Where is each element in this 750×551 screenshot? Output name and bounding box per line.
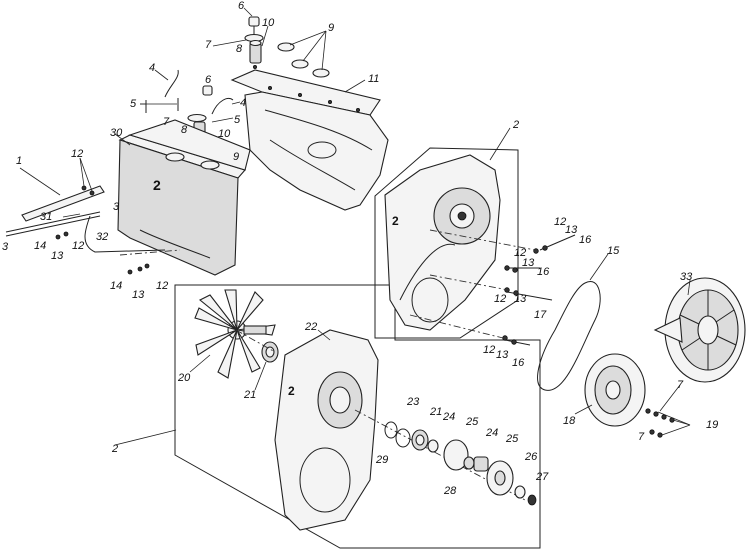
callout-12: 12 [483, 344, 495, 356]
retaining-ring-part [395, 428, 411, 448]
callout-32: 32 [96, 231, 108, 243]
callout-8: 8 [236, 43, 243, 55]
callout-5: 5 [130, 98, 137, 110]
callout-4: 4 [149, 62, 155, 74]
callout-12: 12 [514, 247, 526, 259]
callout-13: 13 [565, 224, 578, 236]
callout-28: 28 [443, 485, 457, 497]
callout-21: 21 [429, 406, 442, 418]
callout-21: 21 [243, 389, 256, 401]
callout-10: 10 [218, 128, 231, 140]
callout-15: 15 [607, 245, 620, 257]
callout-29: 29 [375, 454, 388, 466]
right-fasteners [409, 229, 576, 346]
fan-housing-part [653, 277, 746, 383]
callout-5: 5 [234, 114, 241, 126]
callout-33: 33 [680, 271, 693, 283]
callout-14: 14 [34, 240, 46, 252]
callout-2: 2 [111, 443, 118, 455]
shaft-stack-parts [384, 421, 537, 506]
callout-12: 12 [494, 293, 506, 305]
pulley-part [584, 353, 675, 438]
callout-7: 7 [677, 379, 684, 391]
top-cover-part [230, 69, 389, 211]
impeller-part [194, 289, 276, 379]
bushing-cap-part [248, 16, 260, 27]
callout-7: 7 [638, 431, 645, 443]
upper-bushing-hardware [244, 16, 330, 78]
callout-13: 13 [522, 257, 535, 269]
callout-16: 16 [512, 357, 525, 369]
callout-16: 16 [537, 266, 550, 278]
callout-6: 6 [238, 0, 245, 12]
callout-12: 12 [554, 216, 566, 228]
shaft-hardware [5, 185, 181, 275]
assembly-boundary-lower [174, 284, 541, 549]
callout-7: 7 [205, 39, 212, 51]
shaft-part [21, 185, 105, 222]
assembly-boundary-upper [374, 147, 519, 339]
plug-part-c [312, 68, 330, 78]
callout-31: 31 [40, 211, 52, 223]
callout-27: 27 [535, 471, 549, 483]
upper-belt-case-part: 2 [384, 154, 501, 331]
callout-4: 4 [240, 97, 246, 109]
callout-10: 10 [262, 17, 275, 29]
callout-25: 25 [465, 416, 479, 428]
callout-30: 30 [110, 127, 123, 139]
callout-13: 13 [496, 349, 509, 361]
callout-8: 8 [181, 124, 188, 136]
spring-part [473, 456, 489, 472]
callout-9: 9 [233, 151, 239, 163]
leader-lines [19, 7, 691, 446]
callout-13: 13 [514, 293, 527, 305]
callout-3: 3 [2, 241, 9, 253]
plug-part-b [291, 59, 309, 69]
callout-2: 2 [512, 119, 519, 131]
svg-text:2: 2 [392, 214, 399, 228]
bushing-cap-part-b [202, 85, 213, 96]
callout-3: 3 [113, 201, 120, 213]
svg-text:2: 2 [153, 177, 161, 193]
frame-part: 2 [117, 119, 251, 276]
lower-belt-case-part: 2 [274, 329, 379, 531]
callout-25: 25 [505, 433, 519, 445]
callout-17: 17 [534, 309, 547, 321]
callout-26: 26 [524, 451, 538, 463]
callout-9: 9 [328, 22, 334, 34]
belt-part [537, 281, 601, 391]
svg-text:2: 2 [288, 384, 295, 398]
callout-24: 24 [485, 427, 498, 439]
callout-labels: 6 7 8 10 9 4 5 6 4 5 7 8 10 9 11 30 1 12… [2, 0, 718, 497]
callout-12: 12 [72, 240, 84, 252]
callout-12: 12 [156, 280, 168, 292]
plate-part [443, 439, 469, 471]
callout-18: 18 [563, 415, 576, 427]
rod-part [5, 211, 101, 233]
callout-19: 19 [706, 419, 718, 431]
snap-ring-part [384, 421, 398, 439]
callout-1: 1 [16, 155, 22, 167]
callout-22: 22 [304, 321, 317, 333]
callout-11: 11 [368, 73, 379, 85]
callout-12: 12 [71, 148, 83, 160]
callout-23: 23 [406, 396, 420, 408]
callout-20: 20 [177, 372, 191, 384]
hose-part-a [164, 69, 179, 98]
callout-16: 16 [579, 234, 592, 246]
linkage-rod-part [84, 215, 166, 253]
callout-24: 24 [442, 411, 455, 423]
callout-7: 7 [163, 116, 170, 128]
callout-6: 6 [205, 74, 212, 86]
callout-14: 14 [110, 280, 122, 292]
hose-part-b [211, 98, 234, 115]
callout-13: 13 [132, 289, 145, 301]
callout-13: 13 [51, 250, 64, 262]
